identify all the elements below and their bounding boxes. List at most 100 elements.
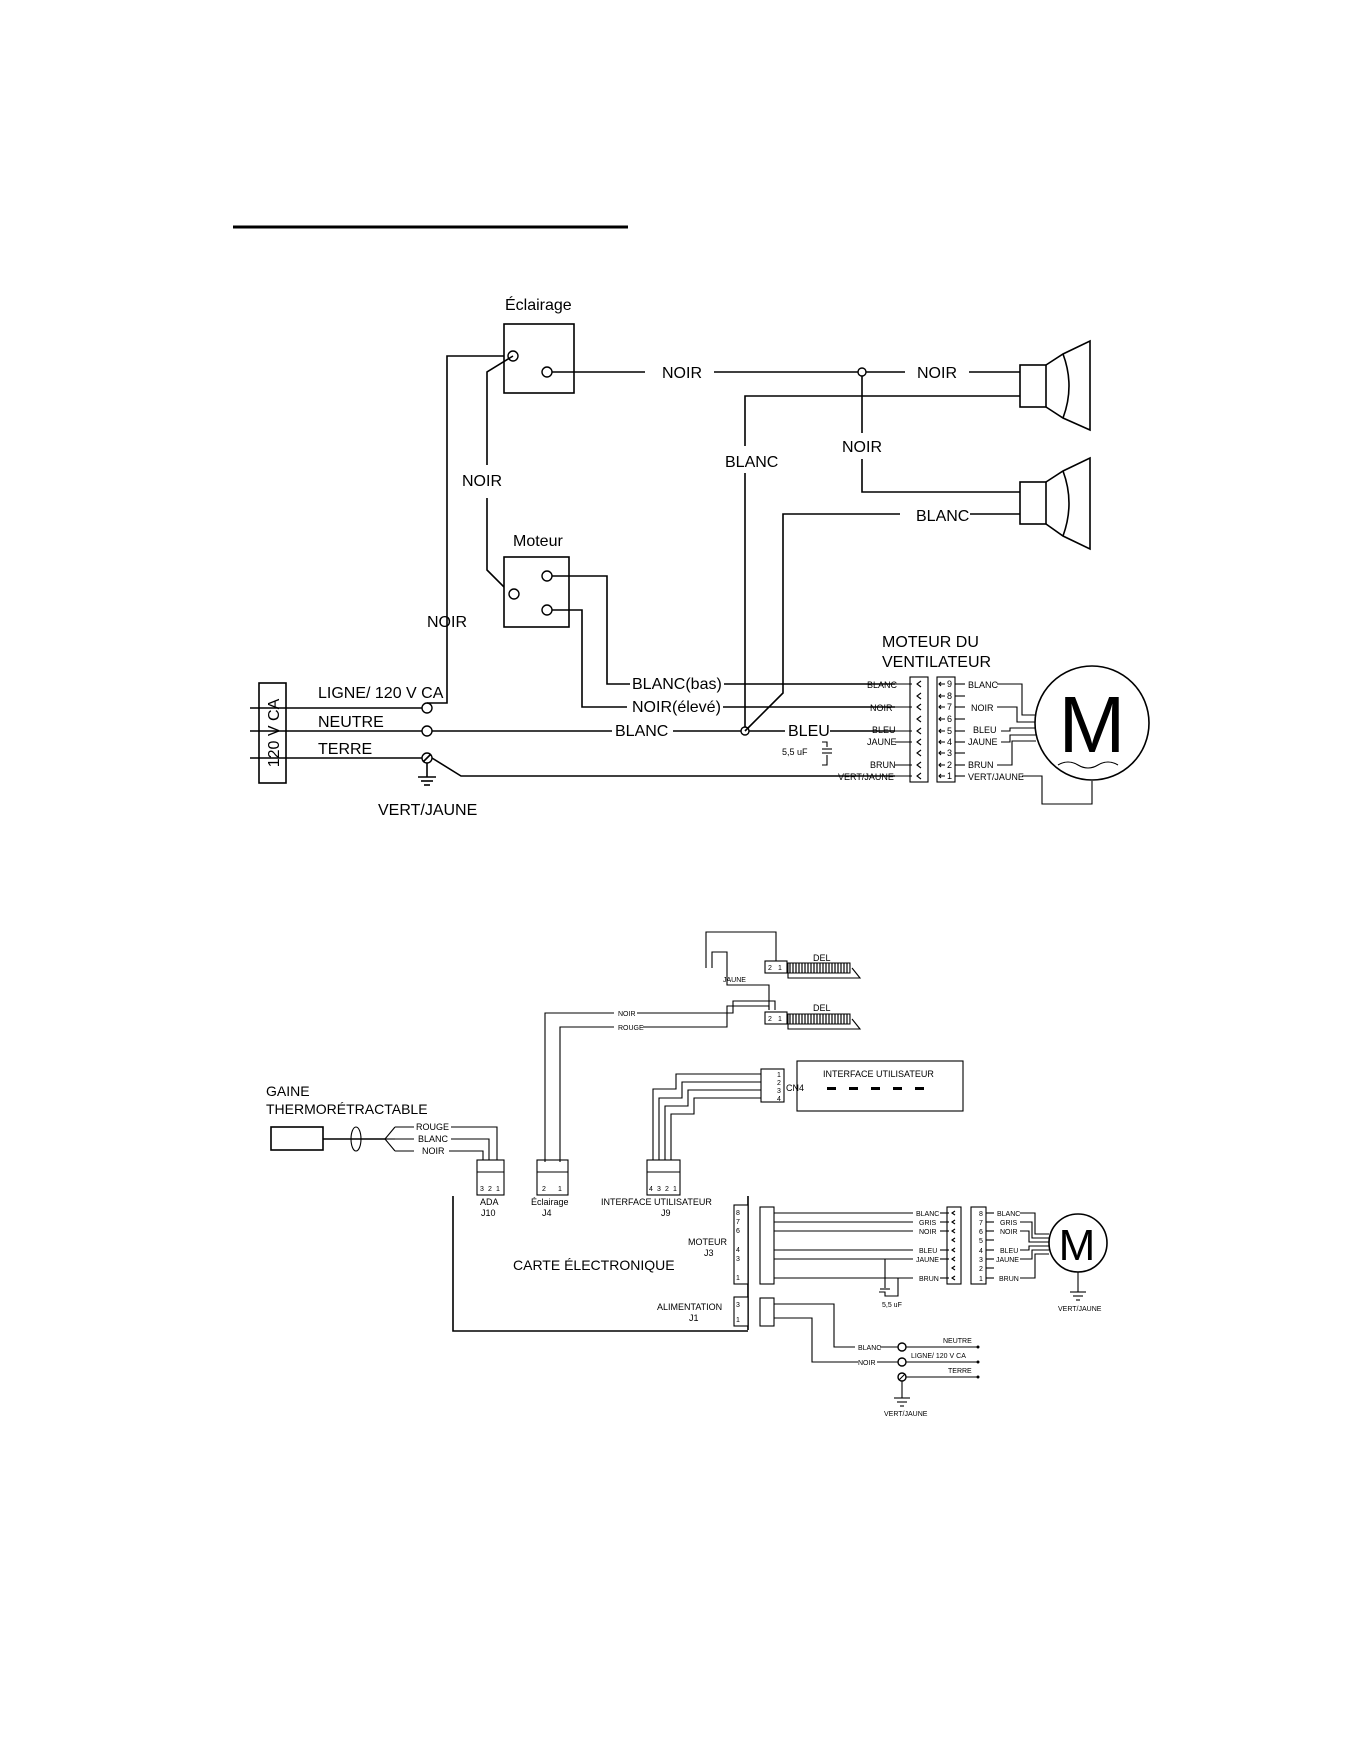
- top-pin-arrow: [938, 762, 945, 768]
- noir-lamp1-label: NOIR: [917, 365, 957, 382]
- top-pin-arrow: [938, 773, 945, 779]
- top-pin-number: 1: [947, 771, 952, 781]
- svg-text:VERT/JAUNE: VERT/JAUNE: [968, 772, 1024, 782]
- top-pin-number: 4: [947, 737, 952, 747]
- top-pin-contact: [916, 761, 922, 769]
- svg-text:3: 3: [657, 1186, 661, 1193]
- ligne-label: LIGNE/ 120 V CA: [318, 685, 444, 702]
- cn4-connector: [760, 1068, 785, 1103]
- alimentation-label: ALIMENTATION: [657, 1302, 722, 1312]
- j4-connector: [536, 1159, 569, 1196]
- bottom-pin-contact: [951, 1237, 956, 1243]
- noir-left-label: NOIR: [427, 614, 467, 631]
- svg-text:BRUN: BRUN: [968, 760, 994, 770]
- svg-text:3: 3: [736, 1302, 740, 1309]
- supply-voltage-box: [258, 682, 287, 784]
- motor-ground-label: VERT/JAUNE: [1058, 1306, 1102, 1313]
- top-pin-contact: [916, 772, 922, 780]
- j3-plug: [759, 1206, 775, 1285]
- top-pin-number: 8: [947, 691, 952, 701]
- bottom-pin-number: 1: [979, 1276, 983, 1283]
- j3-connector: [733, 1204, 749, 1285]
- led-2-connector: [764, 1011, 788, 1025]
- bottom-pin-contact: [951, 1265, 956, 1271]
- svg-text:GRIS: GRIS: [1000, 1220, 1017, 1227]
- bottom-pin-number: 8: [979, 1211, 983, 1218]
- supply-voltage-label: 120 V CA: [266, 698, 283, 767]
- top-pin-number: 3: [947, 748, 952, 758]
- svg-text:1: 1: [736, 1317, 740, 1324]
- jaune-led-label: JAUNE: [723, 977, 746, 984]
- top-diagram: 120 V CA LIGNE/ 120 V CA NEUTRE BLANC BL…: [250, 295, 1150, 819]
- fan-motor-bottom-symbol: M: [1059, 1221, 1096, 1270]
- sleeve-label-1: GAINE: [266, 1083, 310, 1099]
- svg-text:8: 8: [736, 1210, 740, 1217]
- bottom-pin-number: 2: [979, 1266, 983, 1273]
- svg-text:1: 1: [778, 965, 782, 972]
- bottom-diagram: GAINE THERMORÉTRACTABLE ROUGE BLANC NOIR…: [266, 931, 1108, 1418]
- sleeve-rouge: ROUGE: [416, 1122, 449, 1132]
- svg-text:BRUN: BRUN: [919, 1276, 939, 1283]
- psu-neutre-label: NEUTRE: [943, 1338, 972, 1345]
- top-pin-arrow: [938, 750, 945, 756]
- noir-light-label: NOIR: [662, 365, 702, 382]
- fan-motor: [1034, 665, 1150, 781]
- svg-text:BLANC: BLANC: [867, 680, 898, 690]
- svg-text:BLANC: BLANC: [916, 1211, 939, 1218]
- top-pin-arrow: [938, 704, 945, 710]
- top-pin-number: 6: [947, 714, 952, 724]
- lamp-1: [1019, 339, 1091, 432]
- svg-text:JAUNE: JAUNE: [968, 737, 998, 747]
- user-interface-title: INTERFACE UTILISATEUR: [823, 1069, 934, 1079]
- rouge-led-label: ROUGE: [618, 1025, 644, 1032]
- motor-switch-label: Moteur: [513, 533, 563, 550]
- svg-text:BRUN: BRUN: [870, 760, 896, 770]
- top-pin-contact: [916, 738, 922, 746]
- noir-lamp2-label: NOIR: [842, 439, 882, 456]
- top-pin-contact: [916, 715, 922, 723]
- sleeve-blanc: BLANC: [418, 1134, 449, 1144]
- svg-text:NOIR: NOIR: [971, 703, 994, 713]
- svg-text:NOIR: NOIR: [919, 1229, 937, 1236]
- bottom-pin-number: 5: [979, 1238, 983, 1245]
- bottom-pin-contact: [951, 1219, 956, 1225]
- svg-text:JAUNE: JAUNE: [996, 1257, 1019, 1264]
- svg-text:2: 2: [768, 1016, 772, 1023]
- ada-label: ADA: [480, 1197, 499, 1207]
- svg-text:1: 1: [558, 1186, 562, 1193]
- svg-text:BLEU: BLEU: [919, 1248, 937, 1255]
- bottom-pin-contact: [951, 1247, 956, 1253]
- motor-plug-right: [936, 676, 956, 783]
- blanc-left-label: BLANC: [725, 454, 778, 471]
- svg-text:1: 1: [777, 1072, 781, 1079]
- bottom-pin-number: 6: [979, 1229, 983, 1236]
- psu-noir-label: NOIR: [858, 1360, 876, 1367]
- noir-mid-label: NOIR: [462, 473, 502, 490]
- light-switch-label: Éclairage: [505, 295, 572, 314]
- j9-connector: [646, 1159, 681, 1196]
- top-pin-arrow: [938, 693, 945, 699]
- bottom-pin-number: 3: [979, 1257, 983, 1264]
- sleeve-label-2: THERMORÉTRACTABLE: [266, 1101, 428, 1117]
- svg-text:4: 4: [736, 1247, 740, 1254]
- bottom-pin-number: 7: [979, 1220, 983, 1227]
- svg-text:NOIR: NOIR: [870, 703, 893, 713]
- svg-text:2: 2: [768, 965, 772, 972]
- j10-connector: [476, 1159, 505, 1196]
- svg-text:1: 1: [778, 1016, 782, 1023]
- j9-interface-label: INTERFACE UTILISATEUR: [601, 1197, 712, 1207]
- motor-title-2: VENTILATEUR: [882, 654, 991, 671]
- svg-text:BLEU: BLEU: [1000, 1248, 1018, 1255]
- top-pin-contact: [916, 727, 922, 735]
- psu-blanc-label: BLANC: [858, 1345, 881, 1352]
- svg-text:2: 2: [488, 1186, 492, 1193]
- sleeve-noir: NOIR: [422, 1146, 445, 1156]
- bleu-label: BLEU: [788, 723, 830, 740]
- j1-label: J1: [689, 1313, 699, 1323]
- psu-ground-label: VERT/JAUNE: [884, 1411, 928, 1418]
- board-label: CARTE ÉLECTRONIQUE: [513, 1257, 675, 1273]
- lamp-2: [1019, 456, 1091, 551]
- svg-text:JAUNE: JAUNE: [916, 1257, 939, 1264]
- top-pin-arrow: [938, 728, 945, 734]
